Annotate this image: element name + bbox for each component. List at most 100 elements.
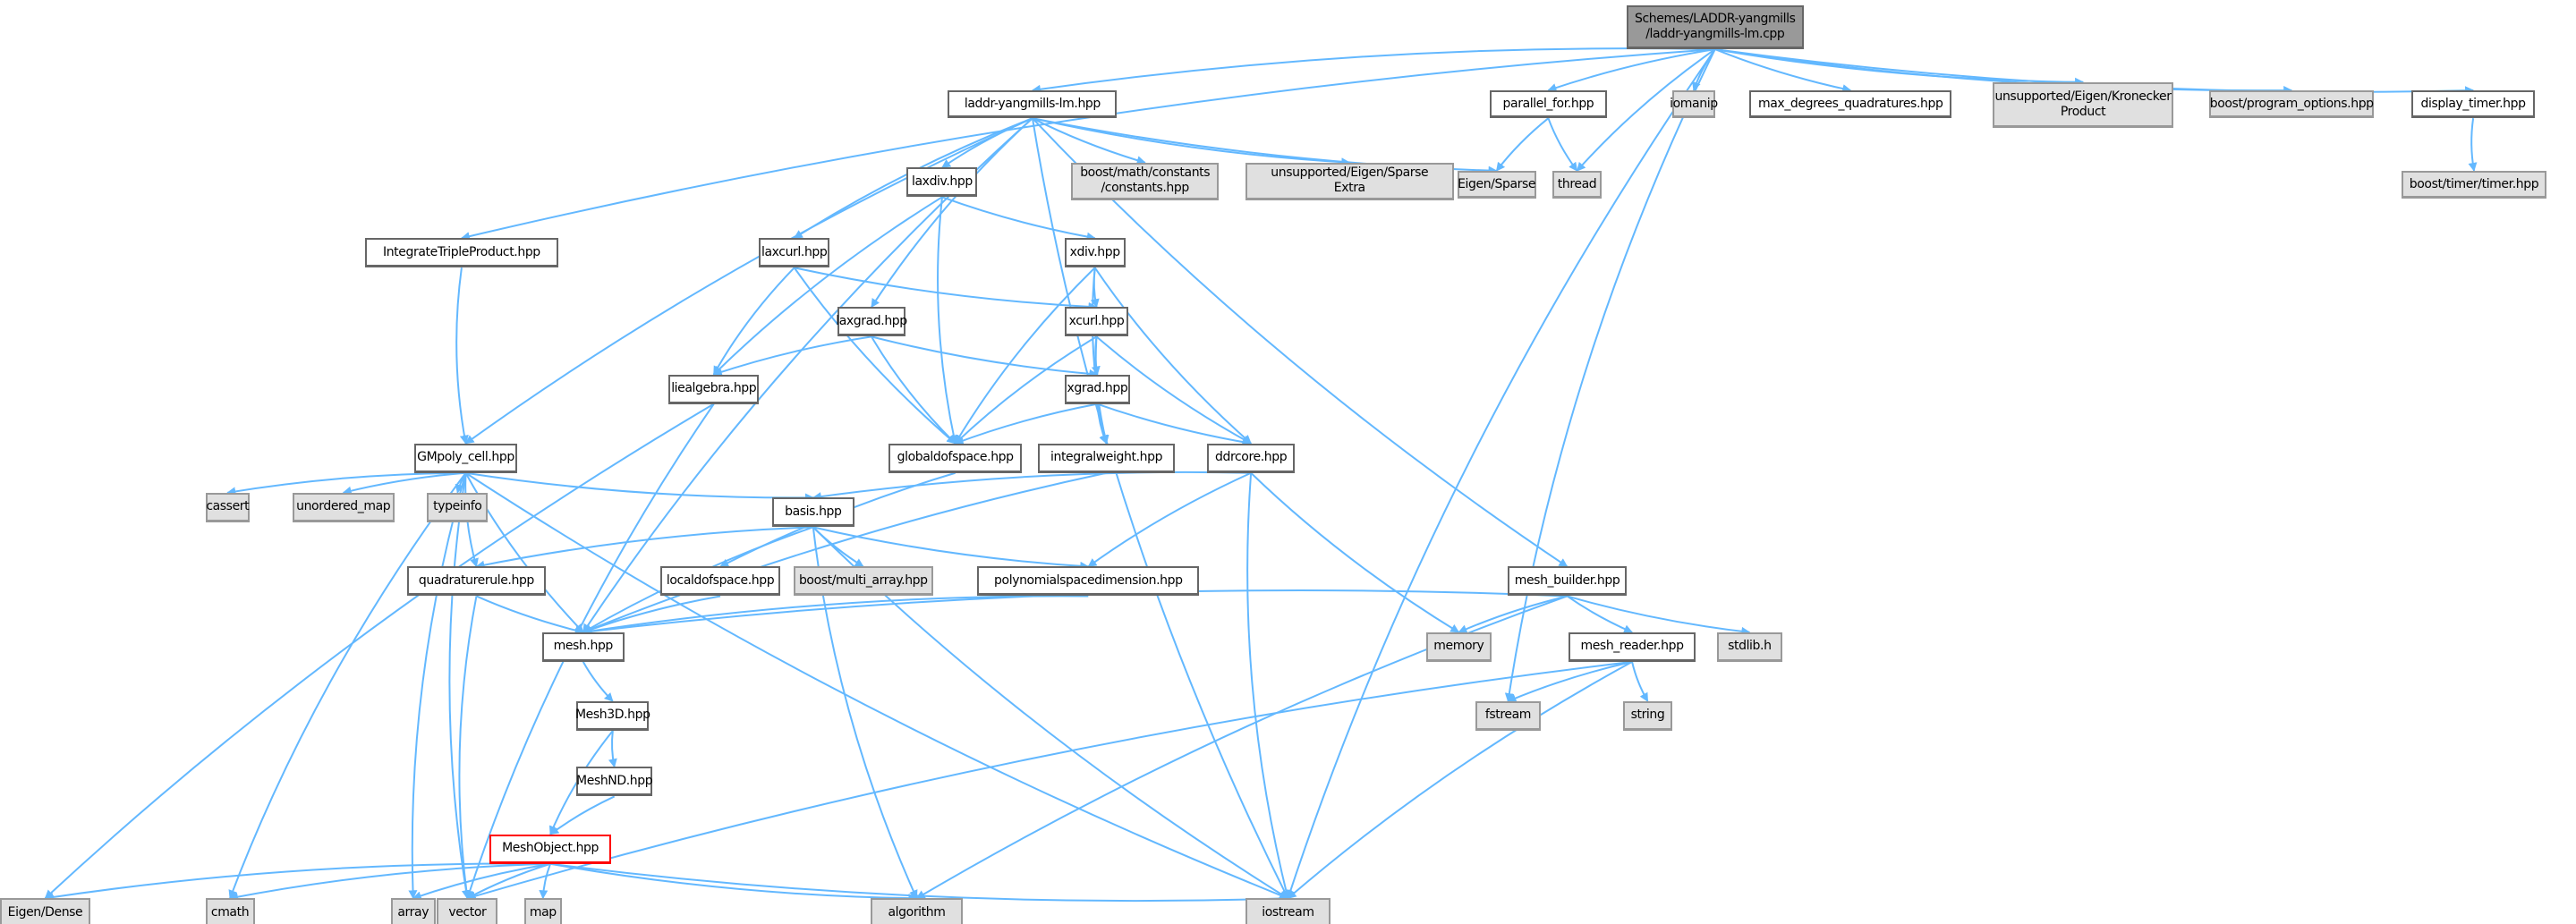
node-meshnd[interactable]: MeshND.hpp: [576, 767, 653, 797]
node-psd[interactable]: polynomialspacedimension.hpp: [977, 566, 1200, 597]
node-itp[interactable]: IntegrateTripleProduct.hpp: [364, 238, 559, 268]
edge-qrule-to-mesh: [476, 595, 584, 635]
edge-laxgrad-to-liealg: [712, 335, 872, 377]
node-edense: Eigen/Dense: [0, 898, 90, 924]
node-meshobj[interactable]: MeshObject.hpp: [489, 834, 611, 864]
edge-dtimer-to-btimer: [2468, 118, 2478, 172]
node-sparseextra: unsupported/Eigen/Sparse Extra: [1245, 162, 1454, 200]
edge-root-to-laddr: [1031, 47, 1715, 94]
edge-laxgrad-to-gdof: [871, 335, 956, 445]
edge-meshobj-to-iostream: [549, 862, 1289, 903]
node-ldof[interactable]: localdofspace.hpp: [660, 566, 781, 597]
node-btimer: boost/timer/timer.hpp: [2402, 170, 2546, 199]
node-basis[interactable]: basis.hpp: [771, 497, 854, 528]
edge-mreader-to-iostream: [1287, 661, 1633, 900]
edge-xcurl-to-ddrcore: [1095, 335, 1252, 445]
edge-laddr-to-iostream: [1031, 118, 1289, 900]
node-xcurl[interactable]: xcurl.hpp: [1064, 307, 1129, 337]
node-mbuilder[interactable]: mesh_builder.hpp: [1508, 566, 1627, 597]
node-gmpoly[interactable]: GMpoly_cell.hpp: [413, 443, 518, 473]
node-liealg[interactable]: liealgebra.hpp: [668, 374, 760, 404]
edge-root-to-maxdeg: [1714, 48, 1852, 93]
node-iweight[interactable]: integralweight.hpp: [1038, 443, 1175, 473]
node-laxcurl[interactable]: laxcurl.hpp: [759, 238, 830, 268]
node-cmath: cmath: [205, 898, 255, 924]
edge-psd-to-mesh: [582, 595, 1089, 636]
node-fstream: fstream: [1475, 700, 1542, 732]
edge-liealg-to-edense: [44, 403, 715, 900]
edge-gmpoly-to-vector: [448, 472, 471, 900]
edge-ddrcore-to-psd: [1087, 471, 1252, 568]
edge-ddrcore-to-iostream: [1246, 472, 1291, 900]
edge-mbuilder-to-memory: [1458, 595, 1568, 633]
node-laxgrad[interactable]: laxgrad.hpp: [836, 307, 907, 337]
edge-root-to-thread: [1576, 48, 1716, 172]
node-root: Schemes/LADDR-yangmills /laddr-yangmills…: [1626, 4, 1804, 50]
edge-xgrad-to-iweight: [1096, 403, 1108, 445]
edge-mreader-to-fstream: [1507, 660, 1633, 703]
edge-pfor-to-esparse: [1495, 117, 1550, 172]
edge-laddr-to-laxgrad: [871, 117, 1033, 309]
edge-meshobj-to-cmath: [229, 862, 551, 902]
edge-xgrad-to-ddrcore: [1097, 403, 1253, 447]
node-dtimer[interactable]: display_timer.hpp: [2411, 89, 2535, 119]
edge-laxcurl-to-xcurl: [794, 267, 1098, 311]
edge-mreader-to-vector: [466, 660, 1633, 901]
node-stdlib: stdlib.h: [1716, 632, 1783, 662]
edge-laddr-to-sparseextra: [1032, 117, 1351, 167]
node-ddrcore[interactable]: ddrcore.hpp: [1207, 443, 1295, 473]
node-mesh[interactable]: mesh.hpp: [541, 632, 625, 662]
edge-mbuilder-to-stdlib: [1567, 595, 1751, 636]
node-xgrad[interactable]: xgrad.hpp: [1064, 374, 1131, 404]
edge-iweight-to-mesh: [582, 471, 1107, 634]
edge-basis-to-psd: [812, 526, 1090, 571]
node-memory: memory: [1425, 632, 1492, 662]
node-string: string: [1622, 700, 1673, 732]
edge-root-to-itp: [460, 48, 1715, 242]
node-typeinfo: typeinfo: [427, 492, 489, 522]
edge-itp-to-gmpoly: [455, 267, 469, 445]
node-gdof[interactable]: globaldofspace.hpp: [888, 443, 1022, 473]
node-iostream: iostream: [1245, 898, 1331, 924]
edge-meshobj-to-map: [539, 863, 551, 900]
edge-root-to-pfor: [1547, 48, 1715, 92]
edge-meshobj-to-algorithm: [549, 862, 918, 903]
edge-xgrad-to-gdof: [954, 403, 1098, 445]
node-array: array: [390, 898, 436, 924]
edge-xcurl-to-gdof: [954, 335, 1098, 445]
edge-laxgrad-to-xgrad: [871, 335, 1099, 378]
edge-laddr-to-gmpoly: [464, 117, 1033, 445]
edge-ldof-to-mesh: [582, 595, 721, 634]
node-mesh3d[interactable]: Mesh3D.hpp: [575, 700, 650, 732]
node-map: map: [523, 898, 562, 924]
node-qrule[interactable]: quadraturerule.hpp: [407, 566, 546, 597]
node-mreader[interactable]: mesh_reader.hpp: [1569, 632, 1696, 662]
node-laxdiv[interactable]: laxdiv.hpp: [906, 167, 978, 198]
edge-ddrcore-to-memory: [1250, 472, 1460, 633]
edge-root-to-kron: [1714, 48, 2085, 87]
node-progopt: boost/program_options.hpp: [2209, 89, 2374, 119]
edge-mesh3d-to-meshnd: [608, 730, 617, 768]
node-thread: thread: [1552, 170, 1603, 199]
edge-laxdiv-to-xdiv: [941, 196, 1096, 242]
node-bmulti: boost/multi_array.hpp: [793, 566, 933, 597]
node-cassert: cassert: [205, 492, 251, 522]
edge-xdiv-to-gdof: [954, 267, 1096, 445]
edge-gmpoly-to-iostream: [464, 471, 1289, 900]
edge-gmpoly-to-basis: [465, 471, 814, 503]
node-vector: vector: [437, 898, 498, 924]
node-laddr[interactable]: laddr-yangmills-lm.hpp: [948, 89, 1118, 119]
node-maxdeg[interactable]: max_degrees_quadratures.hpp: [1749, 89, 1952, 119]
edge-mreader-to-string: [1631, 661, 1649, 702]
node-bmath: boost/math/constants /constants.hpp: [1071, 162, 1220, 200]
node-iomanip: iomanip: [1670, 89, 1718, 119]
edge-meshobj-to-edense: [44, 862, 551, 902]
edge-mesh-to-mesh3d: [582, 661, 614, 702]
edge-mbuilder-to-mreader: [1566, 595, 1633, 633]
edge-laxdiv-to-gdof: [937, 197, 958, 445]
node-pfor[interactable]: parallel_for.hpp: [1490, 89, 1607, 119]
edge-gmpoly-to-array: [408, 472, 467, 900]
node-xdiv[interactable]: xdiv.hpp: [1064, 238, 1126, 268]
